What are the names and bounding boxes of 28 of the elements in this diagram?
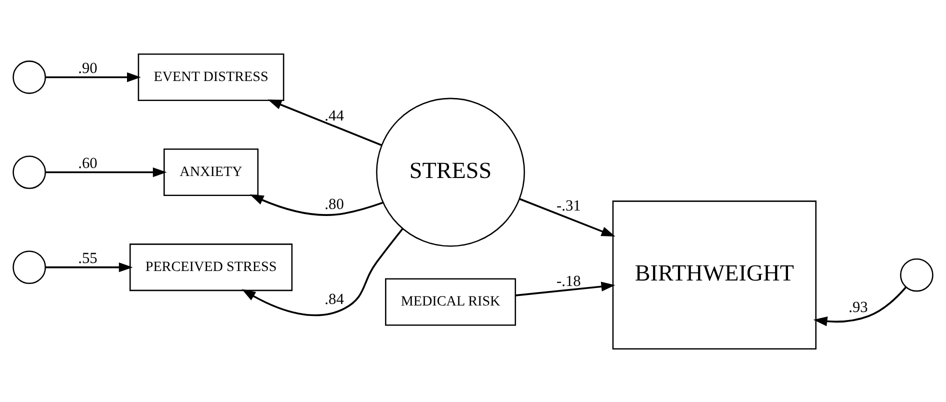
node-circle [12,250,46,284]
arrow [519,198,616,236]
edge-label: .93 [848,298,868,316]
arrow [46,72,141,82]
arrow [813,286,906,326]
node-circle [12,60,46,94]
node-box: MEDICAL RISK [385,278,516,326]
node-box: ANXIETY [164,148,259,196]
arrow [46,262,133,272]
node-circle [12,155,46,188]
arrow [250,194,384,216]
edge-label: .44 [324,106,344,124]
edge-label: .90 [78,59,98,76]
edge-label: .55 [78,249,98,266]
arrow [46,166,167,177]
edge-label: .80 [324,196,344,213]
edge-label: .60 [78,154,98,172]
arrow [242,228,404,316]
arrow [515,281,616,296]
node-circle [900,258,934,292]
edge-label: .84 [324,290,344,308]
node-box: PERCEIVED STRESS [129,243,293,291]
node-box: BIRTHWEIGHT [612,200,817,349]
edge-label: -.18 [556,272,581,290]
arrow [268,98,382,146]
node-box: EVENT DISTRESS [138,53,284,101]
node-circle: STRESS [376,97,526,246]
edge-label: -.31 [556,196,581,214]
